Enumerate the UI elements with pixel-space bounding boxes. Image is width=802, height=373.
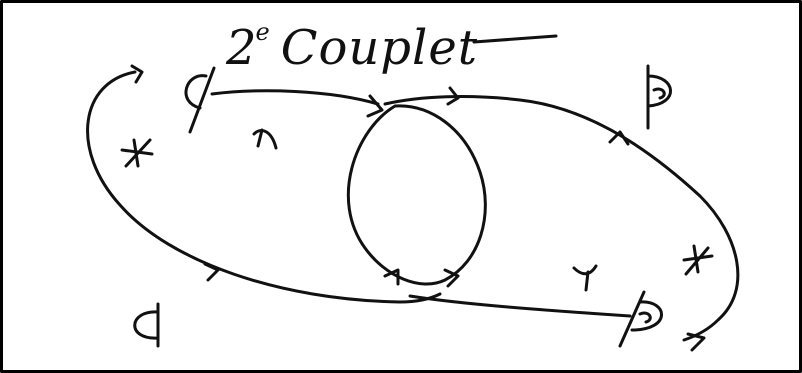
arrow-icon	[366, 94, 384, 118]
title-number: 2	[226, 20, 258, 76]
cross-mark-icon	[120, 138, 154, 168]
arrow-icon	[383, 268, 400, 286]
step-mark-icon	[252, 128, 278, 150]
title-word: Couplet	[280, 20, 479, 76]
title-superscript: e	[255, 18, 271, 46]
step-mark-icon	[572, 264, 598, 292]
half-circle-pass-icon	[184, 66, 216, 134]
cross-mark-icon	[682, 244, 714, 276]
couplet-title: 2e Couplet	[226, 0, 478, 80]
arrow-icon	[130, 64, 144, 84]
center-oval-path	[346, 104, 487, 286]
arrow-icon	[443, 268, 460, 288]
arrow-icon	[203, 262, 220, 282]
right-loop-path	[383, 95, 740, 342]
hooked-half-circle-icon	[646, 64, 672, 130]
arrow-icon	[446, 86, 460, 106]
hooked-half-circle-icon	[618, 290, 663, 348]
half-circle-pass-icon	[133, 302, 160, 348]
title-flourish	[472, 34, 558, 44]
left-loop-path	[86, 70, 442, 304]
arrow-icon	[686, 332, 706, 352]
arrow-icon	[608, 130, 630, 146]
